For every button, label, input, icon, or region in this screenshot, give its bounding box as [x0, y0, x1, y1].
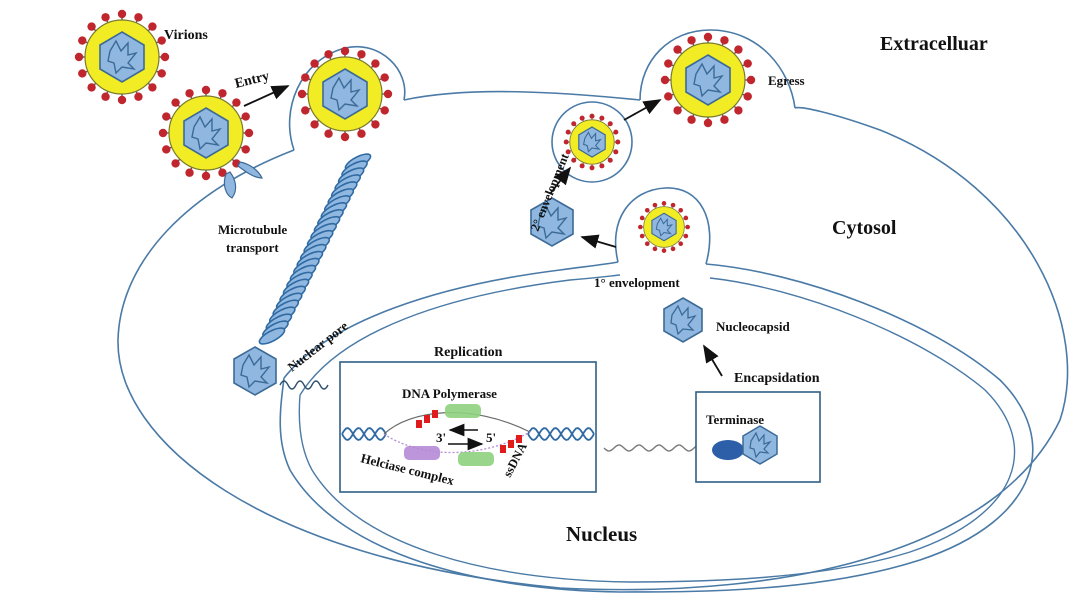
receptor-right: [237, 161, 263, 179]
egress-pouch: [639, 29, 796, 109]
label-egress: Egress: [768, 73, 805, 88]
dna-polymerase-bottom: [458, 452, 494, 466]
nuclear-envelope-inner: [298, 274, 1016, 583]
primase-markers-right: [500, 435, 522, 453]
arrow-primary-to-capsid: [580, 234, 617, 249]
label-extracellular: Extracelluar: [880, 33, 988, 55]
virion-secondary-envelopment: [563, 113, 621, 171]
cell-membrane-top: [403, 90, 641, 101]
virion-egress: [660, 32, 756, 128]
label-3prime: 3': [436, 430, 446, 445]
virion-attaching: [158, 85, 254, 181]
label-terminase: Terminase: [706, 412, 764, 427]
label-microtubule-2: transport: [226, 240, 279, 255]
primary-envelopment-pouch: [614, 187, 711, 265]
microtubule: [258, 153, 372, 345]
virion-free: [74, 9, 170, 105]
terminase-complex: [712, 440, 744, 460]
replication-box: [339, 361, 597, 493]
viral-dna-pore: [279, 380, 329, 390]
label-dna-polymerase: DNA Polymerase: [402, 386, 497, 401]
virion-entry: [297, 46, 393, 142]
label-entry: Entry: [233, 69, 271, 92]
helicase-complex: [404, 446, 440, 460]
arrow-encapsidation: [703, 344, 723, 377]
dna-helix-right: [527, 427, 595, 441]
nuclear-envelope-outer: [279, 261, 1034, 593]
label-replication: Replication: [434, 345, 503, 360]
arrow-vesicle-to-egress: [623, 99, 662, 121]
secondary-envelopment-vesicle: [551, 101, 633, 183]
label-encapsidation: Encapsidation: [734, 371, 820, 386]
dna-polymerase-top: [445, 404, 481, 418]
nucleocapsid: [663, 297, 703, 343]
dna-helix-left: [341, 427, 387, 441]
label-nucleus: Nucleus: [566, 522, 637, 546]
label-microtubule-1: Microtubule: [218, 222, 287, 237]
fork-strand-top: [383, 411, 531, 435]
dna-concatemer: [603, 444, 713, 452]
naked-capsid-cytosol: [530, 197, 574, 247]
label-primary-envelopment: 1° envelopment: [594, 275, 680, 290]
arrow-capsid-to-vesicle: [549, 166, 572, 195]
label-cytosol: Cytosol: [832, 217, 897, 239]
virion-primary-envelopment: [638, 201, 690, 253]
capsid-terminase: [742, 425, 778, 465]
primase-markers-left: [416, 410, 438, 428]
label-5prime: 5': [486, 430, 496, 445]
capsid-nuclear-pore: [233, 346, 277, 396]
label-nucleocapsid: Nucleocapsid: [716, 319, 790, 334]
receptor-left: [223, 171, 237, 199]
cell-membrane: [117, 106, 1069, 591]
label-virions: Virions: [164, 28, 208, 43]
arrow-entry: [243, 85, 290, 107]
